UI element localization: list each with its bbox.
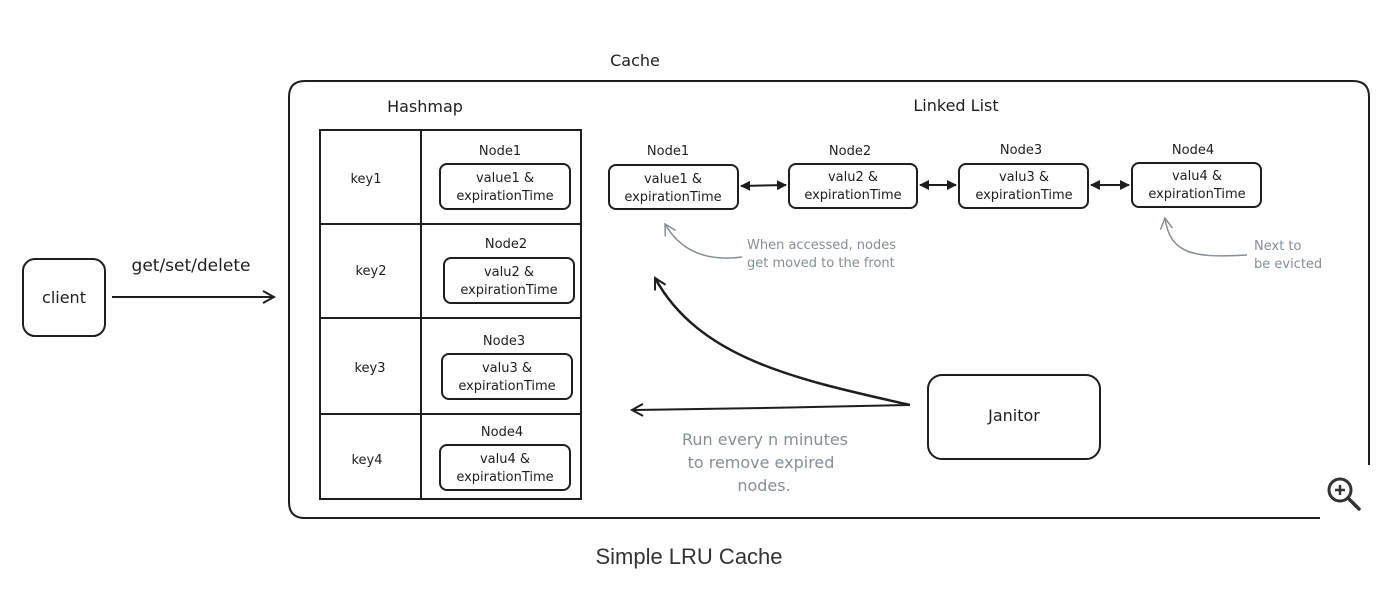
list-node-value: value1 & [644, 172, 702, 187]
list-node-expiration: expirationTime [624, 190, 721, 205]
hashmap-node-value: valu3 & [482, 361, 532, 376]
request-label: get/set/delete [132, 256, 251, 276]
client-label: client [42, 288, 86, 307]
janitor-label: Janitor [987, 406, 1040, 425]
hashmap-node-value: valu2 & [484, 265, 534, 280]
hashmap-node-box [443, 257, 575, 304]
hashmap-node-label: Node1 [479, 144, 521, 159]
note-evict-line1: Next to [1254, 239, 1302, 254]
list-node-box [958, 163, 1089, 209]
list-node-expiration: expirationTime [804, 188, 901, 203]
diagram-caption: Simple LRU Cache [595, 544, 783, 569]
hashmap-node-box [441, 353, 573, 400]
list-node-box [608, 164, 739, 210]
hashmap-title: Hashmap [387, 97, 463, 116]
list-node-label: Node4 [1172, 143, 1214, 158]
hashmap-node-value: valu4 & [480, 452, 530, 467]
client-box [22, 258, 106, 337]
list-node-label: Node3 [1000, 143, 1042, 158]
note-front-line2: get moved to the front [747, 256, 895, 271]
janitor-note-line2: to remove expired [688, 453, 835, 472]
janitor-box [927, 374, 1101, 460]
list-node-box [1131, 162, 1262, 208]
hashmap-node-value: value1 & [476, 171, 534, 186]
hashmap-node-expiration: expirationTime [458, 379, 555, 394]
list-node-label: Node1 [647, 144, 689, 159]
list-node-expiration: expirationTime [1148, 187, 1245, 202]
janitor-to-list-arrow [653, 278, 911, 407]
note-evict-arrow [1159, 216, 1248, 257]
cache-container [288, 80, 1370, 519]
hashmap-key: key2 [355, 264, 386, 279]
hashmap-node-expiration: expirationTime [460, 283, 557, 298]
hashmap-node-label: Node4 [481, 425, 523, 440]
cache-label: Cache [610, 51, 660, 70]
list-node-label: Node2 [829, 144, 871, 159]
list-link-arrow [740, 180, 787, 191]
zoom-button[interactable] [1322, 472, 1366, 516]
zoom-in-icon [1327, 477, 1361, 511]
hashmap-node-box [439, 163, 571, 210]
note-front-arrow [664, 222, 743, 259]
hashmap-node-label: Node3 [483, 334, 525, 349]
hashmap-key: key3 [354, 361, 385, 376]
note-front-line1: When accessed, nodes [747, 238, 896, 253]
janitor-note-line3: nodes. [737, 476, 790, 495]
janitor-note-line1: Run every n minutes [682, 430, 848, 449]
hashmap-node-label: Node2 [485, 237, 527, 252]
hashmap-table [319, 129, 582, 500]
janitor-to-hashmap-arrow [632, 405, 911, 410]
list-node-value: valu2 & [828, 170, 878, 185]
list-node-value: valu3 & [999, 170, 1049, 185]
list-node-box [788, 163, 918, 209]
linked-list-title: Linked List [913, 96, 998, 115]
list-node-value: valu4 & [1172, 169, 1222, 184]
hashmap-node-expiration: expirationTime [456, 470, 553, 485]
hashmap-node-box [439, 444, 571, 491]
hashmap-key: key1 [350, 172, 381, 187]
list-node-expiration: expirationTime [975, 188, 1072, 203]
note-evict-line2: be evicted [1254, 257, 1322, 272]
hashmap-key: key4 [351, 453, 382, 468]
hashmap-node-expiration: expirationTime [456, 189, 553, 204]
